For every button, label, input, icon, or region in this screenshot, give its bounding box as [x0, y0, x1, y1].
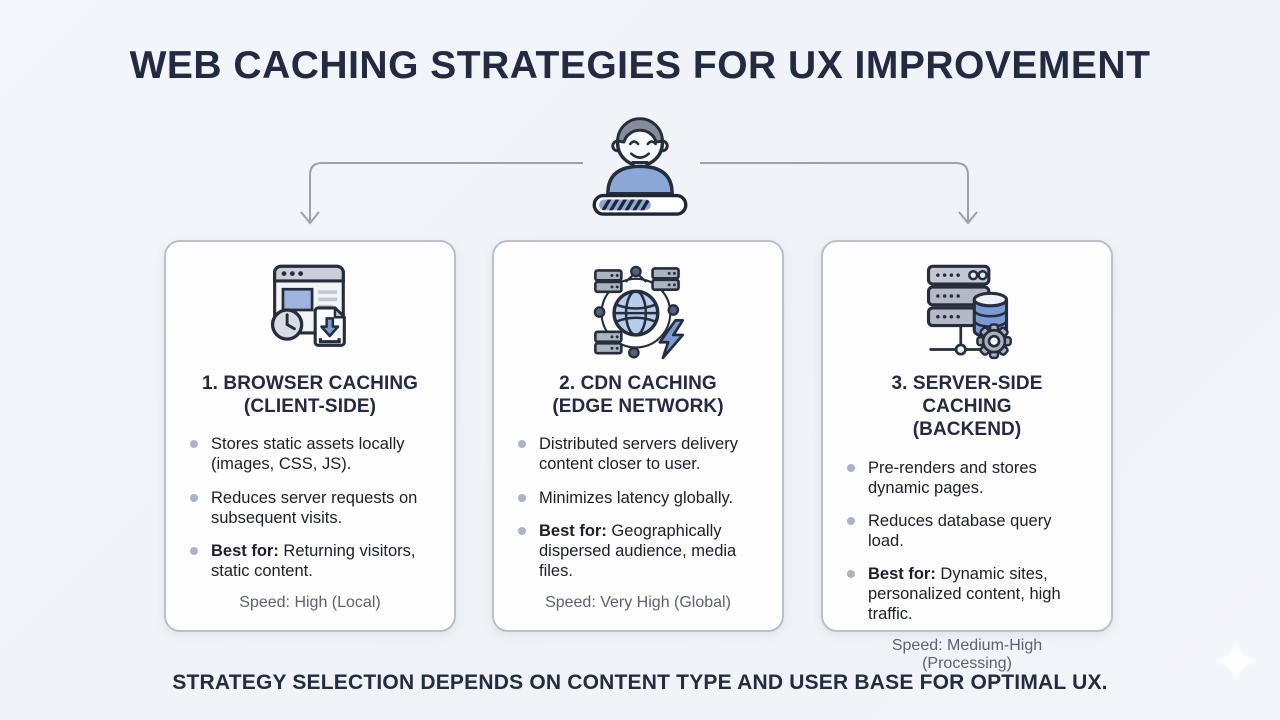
bullet-dot-icon [847, 570, 855, 579]
bullet-list: Stores static assets locally (images, CS… [188, 434, 432, 594]
connector-left [309, 162, 583, 221]
footer-note: STRATEGY SELECTION DEPENDS ON CONTENT TY… [172, 671, 1108, 694]
torso [606, 164, 674, 196]
browser-toolbar [273, 264, 345, 283]
bullet-text: Minimizes latency globally. [539, 488, 733, 508]
cdn-network-icon [593, 265, 685, 360]
bullet-dot-icon [190, 546, 198, 555]
card-browser-caching: 1. BROWSER CACHING (CLIENT-SIDE) Stores … [164, 240, 456, 632]
eye-left [628, 140, 640, 146]
bullet-body: Dynamic sites, personalized content, hig… [868, 565, 1061, 624]
bullet-body: Pre-renders and stores dynamic pages. [868, 458, 1037, 497]
card-title-line2: (EDGE NETWORK) [552, 396, 724, 418]
bullet-body: Reduces server requests on subsequent vi… [211, 488, 418, 527]
loading-bar-icon [592, 193, 688, 216]
download-file-icon [313, 306, 346, 347]
card-title-line1: 1. BROWSER CACHING [201, 373, 419, 394]
network-node-icon [593, 265, 680, 359]
speed-label: Speed: Medium-High (Processing) [891, 637, 1043, 673]
bullet-body: Distributed servers delivery content clo… [539, 435, 738, 474]
bullet-text: Distributed servers delivery content clo… [539, 434, 760, 474]
bullet-body: Geographically dispersed audience, media… [539, 521, 737, 580]
bullet-dot-icon [190, 440, 198, 449]
edge-server-icon [594, 267, 680, 355]
sparkle-icon [1213, 638, 1259, 684]
bullet-dot-icon [518, 440, 526, 449]
bullet-text: Best for: Dynamic sites, personalized co… [868, 564, 1089, 624]
card-title: 2. CDN CACHING (EDGE NETWORK) [552, 372, 723, 418]
card-title-line2: (CLIENT-SIDE) [243, 396, 377, 418]
bullet-text: Reduces database query load. [868, 511, 1089, 551]
bullet-prefix: Best for: [539, 521, 607, 540]
speed-label: Speed: High (Local) [239, 594, 381, 612]
hair [616, 117, 664, 144]
image-placeholder [281, 287, 314, 312]
bullet-dot-icon [847, 463, 855, 472]
card-cdn-caching: 2. CDN CACHING (EDGE NETWORK) Distribute… [492, 240, 784, 632]
globe-icon [612, 289, 660, 337]
card-title-line1: 3. SERVER-SIDE CACHING [891, 373, 1043, 418]
arrow-down-right-icon [958, 211, 978, 225]
bullet-prefix: Best for: [868, 565, 936, 584]
bullet-text: Best for: Returning visitors, static con… [211, 541, 432, 581]
bullet-item: Best for: Geographically dispersed audie… [516, 521, 760, 581]
arrow-down-left-icon [300, 211, 320, 225]
lightning-icon [658, 319, 685, 360]
card-title-line2: (BACKEND) [912, 419, 1022, 441]
bullet-item: Best for: Returning visitors, static con… [188, 541, 432, 581]
bullet-text: Reduces server requests on subsequent vi… [211, 488, 432, 528]
card-server-side-caching: 3. SERVER-SIDE CACHING (BACKEND) Pre-ren… [821, 240, 1113, 672]
clock-icon [270, 308, 304, 341]
bullet-text: Stores static assets locally (images, CS… [211, 434, 432, 474]
user-loading-icon [592, 117, 688, 216]
bullet-prefix: Best for: [211, 541, 279, 560]
bullet-dot-icon [518, 526, 526, 535]
page-title: WEB CACHING STRATEGIES FOR UX IMPROVEMEN… [129, 44, 1151, 87]
bullet-body: Stores static assets locally (images, CS… [211, 435, 405, 474]
bullet-list: Pre-renders and stores dynamic pages. Re… [845, 458, 1089, 638]
card-title: 1. BROWSER CACHING (CLIENT-SIDE) [202, 372, 418, 418]
bullet-dot-icon [190, 493, 198, 502]
card-title: 3. SERVER-SIDE CACHING (BACKEND) [845, 372, 1089, 442]
server-cache-icon [926, 264, 1012, 360]
bullet-list: Distributed servers delivery content clo… [516, 434, 760, 594]
bullet-item: Reduces database query load. [845, 511, 1089, 551]
bullet-item: Stores static assets locally (images, CS… [188, 434, 432, 474]
bullet-body: Minimizes latency globally. [539, 488, 734, 507]
bullet-body: Reduces database query load. [868, 511, 1052, 550]
bullet-item: Best for: Dynamic sites, personalized co… [845, 564, 1089, 624]
gear-icon [976, 323, 1012, 360]
bullet-body: Returning visitors, static content. [211, 541, 416, 580]
bullet-item: Pre-renders and stores dynamic pages. [845, 458, 1089, 498]
bullet-dot-icon [847, 516, 855, 525]
bullet-item: Minimizes latency globally. [516, 488, 760, 508]
bullet-dot-icon [518, 493, 526, 502]
network-node-icon [954, 343, 967, 356]
speed-label: Speed: Very High (Global) [545, 594, 731, 612]
connector-right [700, 162, 969, 221]
eye-right [646, 140, 657, 146]
browser-cache-icon [270, 264, 346, 347]
person-icon [606, 117, 674, 196]
smile [629, 152, 651, 159]
bullet-text: Pre-renders and stores dynamic pages. [868, 458, 1089, 498]
bullet-text: Best for: Geographically dispersed audie… [539, 521, 760, 581]
bullet-item: Reduces server requests on subsequent vi… [188, 488, 432, 528]
bullet-item: Distributed servers delivery content clo… [516, 434, 760, 474]
card-title-line1: 2. CDN CACHING [559, 373, 717, 394]
